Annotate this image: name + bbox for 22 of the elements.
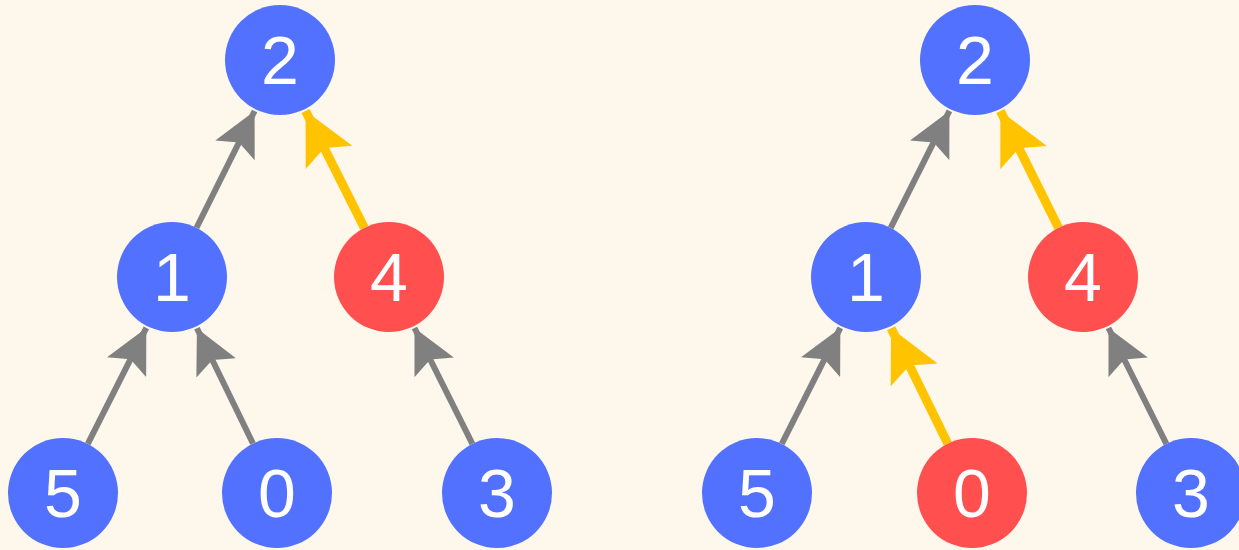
number-circle: 5 (702, 438, 812, 548)
arrow (888, 109, 953, 230)
number-circle: 5 (8, 438, 118, 548)
arrow (1105, 326, 1170, 446)
number-circle: 4 (334, 222, 444, 332)
number-circle: 0 (917, 438, 1027, 548)
number-circle: 1 (811, 222, 921, 332)
number-circle: 3 (442, 438, 552, 548)
number-circle: 0 (222, 438, 332, 548)
number-circle: 1 (117, 222, 227, 332)
number-circle: 2 (225, 5, 335, 115)
arrow (411, 326, 476, 446)
arrow (301, 108, 369, 230)
arrow (996, 109, 1063, 230)
number-circle: 4 (1028, 222, 1138, 332)
arrow (193, 109, 258, 230)
arrow (85, 326, 149, 446)
arrow (887, 326, 952, 446)
number-circle: 2 (920, 5, 1030, 115)
arrow (194, 326, 256, 445)
number-circle: 3 (1136, 438, 1239, 548)
arrow (779, 326, 843, 446)
